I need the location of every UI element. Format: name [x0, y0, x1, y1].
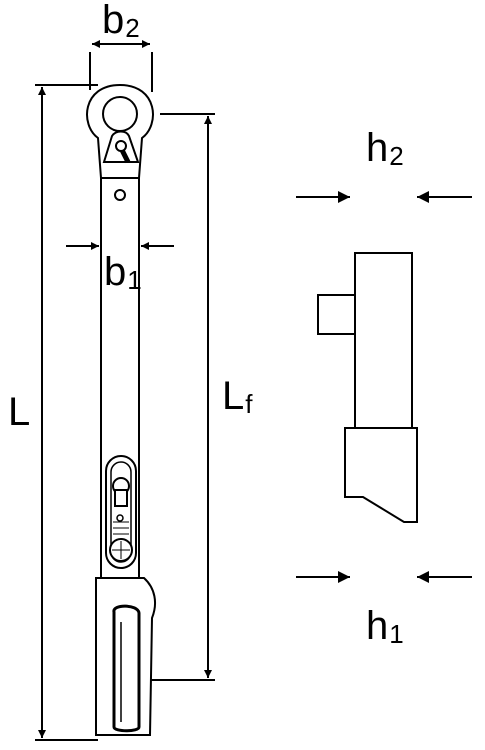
- label-b1: b1: [104, 250, 142, 295]
- label-h1: h1: [366, 604, 404, 649]
- profile-handle-end: [344, 427, 418, 523]
- profile-dimensions: [296, 191, 472, 583]
- wrench-dimensions: [35, 40, 215, 741]
- label-L: L: [8, 390, 31, 434]
- profile-head: [354, 252, 413, 429]
- handle-grip: [95, 577, 157, 736]
- shaft-hole: [114, 189, 126, 201]
- handle-inner-grip: [112, 604, 141, 733]
- wrench-front-view: [86, 83, 157, 736]
- drive-square-circle: [102, 96, 138, 132]
- profile-drive-square: [317, 294, 356, 335]
- side-profile-view: [317, 252, 418, 523]
- label-b2: b2: [102, 0, 140, 43]
- label-Lf: Lf: [222, 374, 253, 419]
- label-h2: h2: [366, 126, 404, 171]
